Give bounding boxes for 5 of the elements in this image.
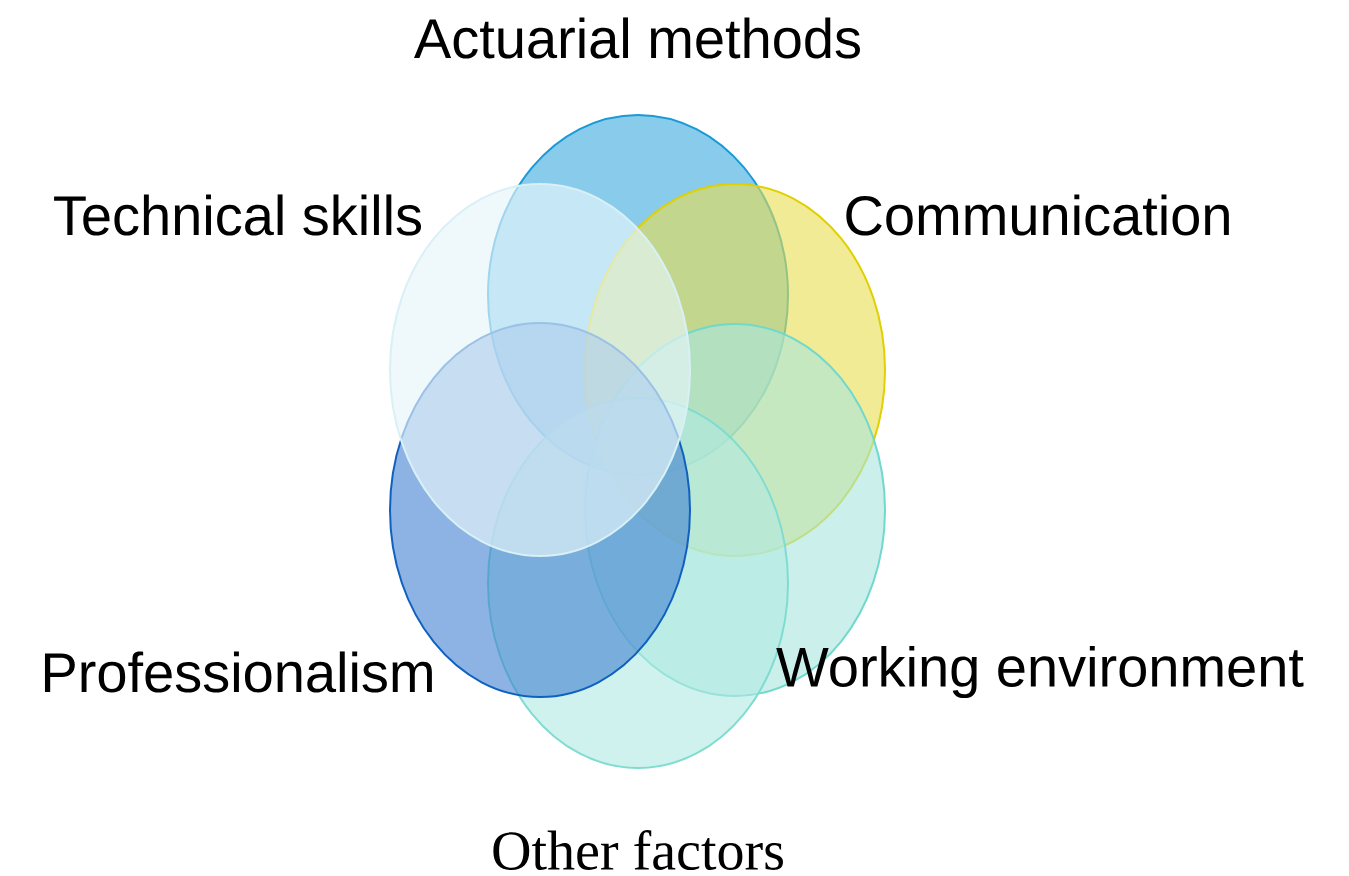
- ellipse-label: Technical skills: [54, 194, 421, 236]
- ellipse-label: Professionalism: [44, 651, 432, 693]
- ellipse-label: Actuarial methods: [414, 17, 860, 59]
- ellipse-label: Communication: [846, 194, 1229, 236]
- ellipse-label: Other factors: [493, 830, 783, 870]
